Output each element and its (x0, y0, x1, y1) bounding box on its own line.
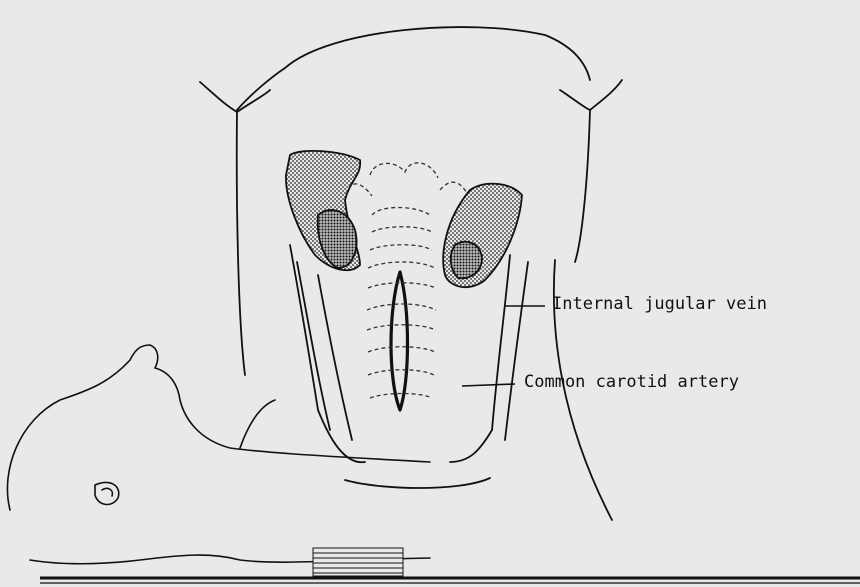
left-muscle-line-1 (290, 245, 318, 410)
left-muscle-line-2 (297, 262, 330, 430)
patient-shoulder (240, 400, 275, 448)
label-internal-jugular-vein: Internal jugular vein (552, 294, 767, 314)
patient-ear (95, 482, 119, 504)
midline-incision (391, 272, 408, 410)
label-common-carotid-artery: Common carotid artery (524, 372, 739, 392)
left-muscle-line-3 (318, 275, 352, 440)
chin-line-left (237, 68, 285, 110)
patient-position-inset (7, 345, 430, 564)
right-shoulder (560, 80, 622, 110)
right-muscle-line-1 (492, 255, 510, 430)
sternal-line-left (318, 410, 365, 462)
shoulder-roll (313, 548, 403, 576)
patient-ear-inner (102, 488, 112, 496)
neck-left-edge (237, 112, 245, 375)
leader-common-carotid (462, 384, 515, 386)
right-muscle-line-2 (505, 262, 528, 440)
clavicle-arc (345, 478, 490, 488)
neck-right-edge (575, 110, 590, 262)
left-shoulder (200, 82, 270, 112)
face-outline (285, 27, 590, 80)
sternal-line-right (450, 430, 492, 462)
